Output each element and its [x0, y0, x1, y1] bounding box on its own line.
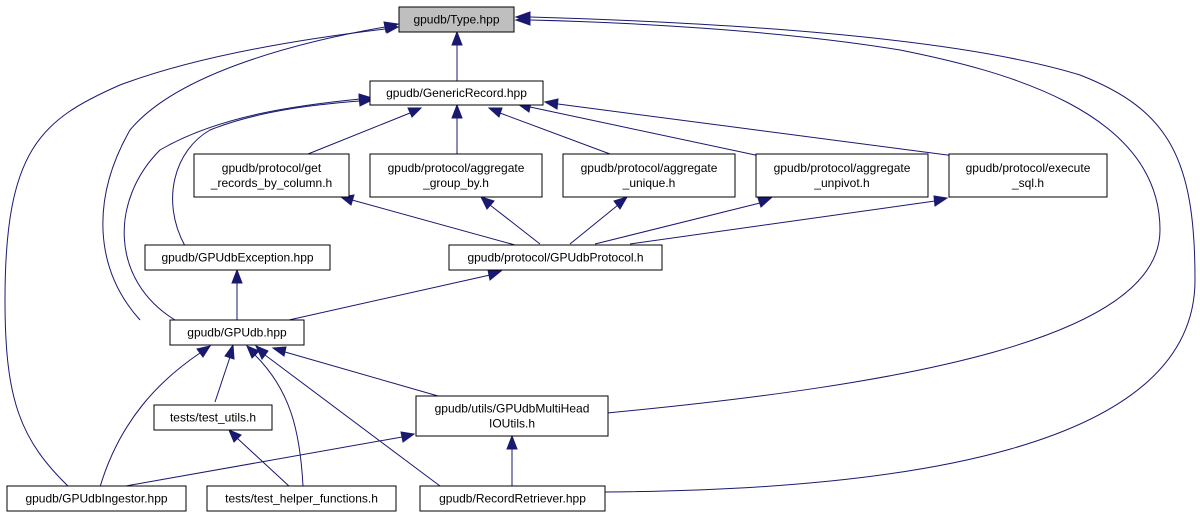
edge-gpudb-to-exception: [231, 268, 243, 320]
node-box: [169, 319, 305, 346]
edge-unique-to-genericrecord: [487, 107, 611, 155]
node-box: [153, 404, 273, 431]
node-label: gpudb/protocol/aggregate: [388, 161, 525, 175]
node-box: [6, 485, 187, 512]
node-label: gpudb/RecordRetriever.hpp: [439, 492, 586, 506]
edge-unpivot-to-genericrecord: [516, 101, 761, 157]
node-box: [369, 80, 544, 106]
node-get-records-by-column[interactable]: gpudb/protocol/get_records_by_column.h: [193, 153, 350, 198]
edge-ingestor-to-gpudb: [99, 345, 212, 488]
node-gpudb-hpp[interactable]: gpudb/GPUdb.hpp: [169, 319, 305, 346]
node-label: _group_by.h: [422, 176, 489, 190]
node-aggregate-unique[interactable]: gpudb/protocol/aggregate_unique.h: [562, 153, 736, 198]
node-box: [369, 153, 543, 198]
edge-gpudb-to-genericrecord: [123, 93, 374, 321]
node-box: [398, 6, 515, 33]
edge-recordretriever-to-gpudb: [255, 345, 441, 487]
node-test-utils[interactable]: tests/test_utils.h: [153, 404, 273, 431]
node-box: [415, 395, 609, 437]
edges: [4, 11, 1196, 493]
node-label: gpudb/GPUdbIngestor.hpp: [25, 492, 167, 506]
node-type-hpp[interactable]: gpudb/Type.hpp: [398, 6, 515, 33]
node-gpudb-ingestor[interactable]: gpudb/GPUdbIngestor.hpp: [6, 485, 187, 512]
node-aggregate-group-by[interactable]: gpudb/protocol/aggregate_group_by.h: [369, 153, 543, 198]
node-gpudb-protocol[interactable]: gpudb/protocol/GPUdbProtocol.h: [448, 244, 663, 271]
node-gpudb-exception[interactable]: gpudb/GPUdbException.hpp: [144, 244, 331, 271]
node-label: gpudb/GPUdbException.hpp: [161, 251, 313, 265]
node-label: gpudb/protocol/GPUdbProtocol.h: [467, 251, 643, 265]
node-label: gpudb/GenericRecord.hpp: [386, 86, 527, 100]
node-generic-record[interactable]: gpudb/GenericRecord.hpp: [369, 80, 544, 106]
nodes: gpudb/Type.hpp gpudb/GenericRecord.hpp gpu…: [6, 6, 1108, 512]
node-box: [193, 153, 350, 198]
edge-ingestor-to-type: [4, 22, 400, 489]
edge-helper-to-gpudb: [246, 345, 304, 487]
node-label: gpudb/protocol/get: [222, 161, 322, 175]
node-label: IOUtils.h: [489, 417, 535, 431]
node-label: _records_by_column.h: [210, 176, 332, 190]
node-box: [755, 153, 929, 198]
node-label: tests/test_helper_functions.h: [225, 492, 378, 506]
node-test-helper-functions[interactable]: tests/test_helper_functions.h: [206, 485, 397, 512]
edge-testutils-to-gpudb: [214, 343, 235, 403]
node-aggregate-unpivot[interactable]: gpudb/protocol/aggregate_unpivot.h: [755, 153, 929, 198]
edge-protocol-to-unpivot: [594, 197, 773, 245]
node-label: gpudb/GPUdb.hpp: [187, 326, 287, 340]
edge-gpudb-to-protocol: [279, 269, 503, 323]
edge-ingestor-to-multihead: [119, 431, 416, 488]
edge-multihead-to-type: [514, 14, 1161, 414]
edge-multihead-to-gpudb: [271, 346, 446, 399]
edge-recordretriever-to-multihead: [506, 434, 518, 486]
edge-executesql-to-genericrecord: [543, 98, 956, 157]
node-label: gpudb/protocol/execute: [966, 161, 1091, 175]
node-execute-sql[interactable]: gpudb/protocol/execute_sql.h: [948, 153, 1108, 198]
node-box: [948, 153, 1108, 198]
edge-protocol-to-groupby: [480, 196, 541, 245]
node-box: [448, 244, 663, 271]
node-label: gpudb/protocol/aggregate: [581, 161, 718, 175]
edge-recordretriever-to-type: [514, 11, 1196, 493]
edge-protocol-to-executesql: [629, 195, 949, 245]
edge-protocol-to-unique: [569, 196, 629, 245]
edge-groupby-to-genericrecord: [451, 103, 463, 154]
edge-getrecords-to-genericrecord: [307, 107, 423, 155]
node-label: gpudb/Type.hpp: [413, 13, 499, 27]
node-label: gpudb/protocol/aggregate: [774, 161, 911, 175]
node-label: gpudb/utils/GPUdbMultiHead: [435, 402, 590, 416]
edge-helper-to-testutils: [228, 429, 291, 488]
edge-genericrecord-to-type: [451, 30, 463, 81]
node-box: [206, 485, 397, 512]
node-box: [144, 244, 331, 271]
node-label: tests/test_utils.h: [170, 411, 256, 425]
node-box: [562, 153, 736, 198]
node-label: _unique.h: [622, 176, 676, 190]
node-label: _sql.h: [1011, 176, 1044, 190]
node-box: [419, 485, 606, 512]
node-record-retriever[interactable]: gpudb/RecordRetriever.hpp: [419, 485, 606, 512]
node-label: _unpivot.h: [813, 176, 869, 190]
